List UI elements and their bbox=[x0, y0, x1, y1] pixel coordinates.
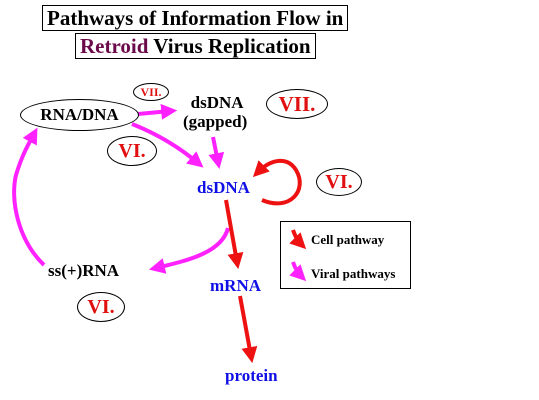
node-protein-label: protein bbox=[225, 366, 278, 385]
legend-viral-arrow bbox=[289, 261, 307, 282]
node-dsdna: dsDNA bbox=[197, 178, 250, 198]
class-vi-right: VI. bbox=[316, 168, 362, 196]
title-line-1: Pathways of Information Flow in bbox=[42, 5, 349, 31]
arrow-dsdna-to-mrna bbox=[224, 199, 244, 270]
class-vi-bottom: VI. bbox=[77, 292, 125, 322]
class-vii-large: VII. bbox=[266, 89, 328, 119]
arrow-ssrna-to-rnadna bbox=[12, 127, 46, 267]
node-rna-dna: RNA/DNA bbox=[20, 99, 139, 131]
node-protein: protein bbox=[225, 366, 278, 386]
arrow-dsdna-to-ssrna bbox=[148, 227, 230, 274]
legend-cell-arrow bbox=[289, 229, 307, 250]
title-line-2: Retroid Virus Replication bbox=[75, 33, 316, 59]
node-dsdna-gapped-line2: (gapped) bbox=[183, 112, 248, 131]
node-ss-rna-label: ss(+)RNA bbox=[48, 261, 120, 280]
arrow-dsdna-self bbox=[252, 158, 302, 206]
legend-cell-label: Cell pathway bbox=[311, 232, 385, 247]
class-vi-right-label: VI. bbox=[325, 171, 353, 193]
class-vii-small: VII. bbox=[133, 83, 169, 101]
arrow-mrna-to-protein bbox=[238, 295, 258, 364]
node-ss-rna: ss(+)RNA bbox=[48, 261, 119, 281]
class-vii-small-label: VII. bbox=[140, 85, 162, 99]
class-vi-left: VI. bbox=[107, 136, 157, 166]
title-text-1: Pathways of Information Flow in bbox=[47, 6, 344, 30]
legend-box: Cell pathway Viral pathways bbox=[280, 221, 411, 289]
legend-swatches bbox=[289, 229, 307, 282]
node-mrna: mRNA bbox=[210, 276, 261, 296]
title-retroid: Retroid bbox=[80, 34, 149, 58]
arrow-gapped-to-dsdna bbox=[208, 136, 225, 170]
class-vi-left-label: VI. bbox=[118, 140, 146, 162]
arrow-rnadna-to-dsdna bbox=[131, 122, 204, 168]
node-dsdna-gapped-line1: dsDNA bbox=[190, 93, 244, 112]
title-text-2: Virus Replication bbox=[148, 34, 311, 58]
node-dsdna-label: dsDNA bbox=[197, 178, 250, 197]
node-mrna-label: mRNA bbox=[210, 276, 261, 295]
node-rna-dna-label: RNA/DNA bbox=[40, 105, 119, 124]
arrow-rnadna-to-gapped bbox=[137, 103, 178, 120]
node-dsdna-gapped: dsDNA (gapped) bbox=[183, 93, 247, 131]
class-vii-large-label: VII. bbox=[278, 91, 316, 116]
legend-viral-label: Viral pathways bbox=[311, 266, 396, 281]
class-vi-bottom-label: VI. bbox=[87, 296, 115, 318]
